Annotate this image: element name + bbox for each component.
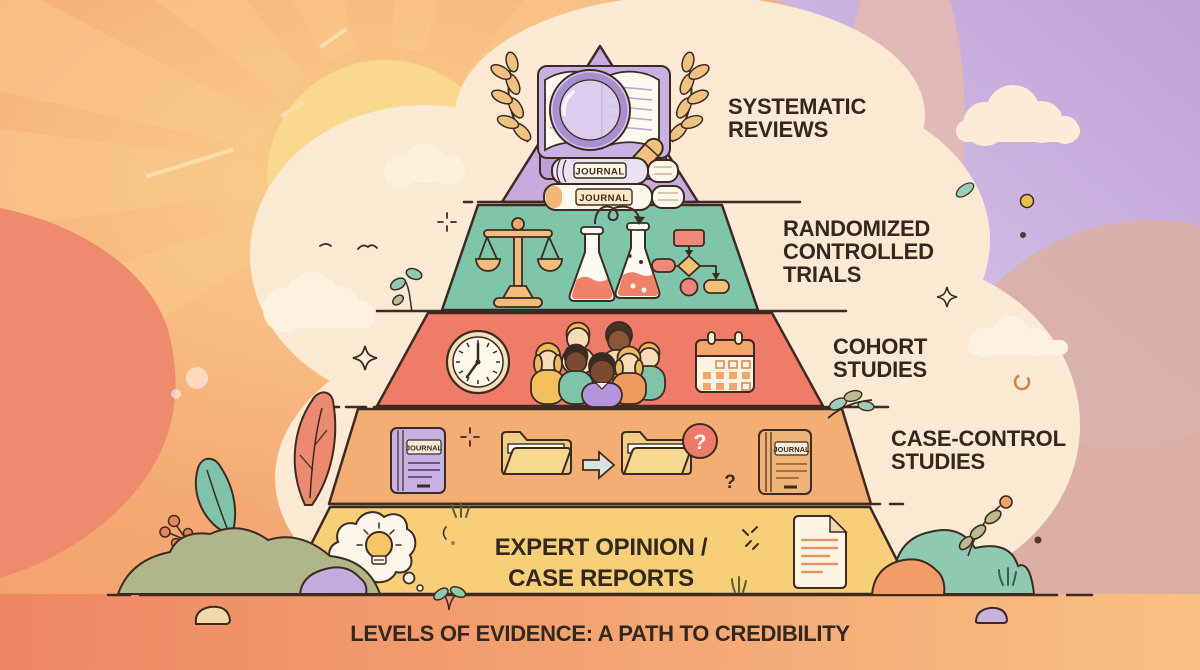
journal-spine-text: JOURNAL [575,167,624,178]
star-sparkle-icon [352,345,378,371]
ring-dot [1013,373,1031,391]
sprout-icon [389,267,423,313]
dark-dot [1034,536,1042,544]
journal-spine-text: JOURNAL [406,444,443,453]
dark-dot [1020,232,1026,238]
salmon-blob [0,208,176,578]
journal-stack-icon: JOURNAL JOURNAL [543,157,685,211]
flowchart-icon [651,229,730,297]
journal-book-purple-icon: JOURNAL [390,427,446,494]
tan-pebble-left [194,605,232,625]
cloud-left [263,272,374,332]
tiny-arc-sparkle [442,526,455,545]
star-sparkle-icon [936,286,958,308]
clock-icon [445,329,511,395]
grass-tuft [451,502,470,518]
purple-pebble-right [974,606,1009,624]
laurel-wreath-right-icon [668,51,710,143]
chemistry-flasks-icon [568,205,661,302]
journal-spine-text: JOURNAL [579,193,628,204]
question-mark-text: ? [724,472,736,493]
cloud-mid-right [968,316,1068,357]
purple-rock-left [298,566,368,595]
teal-leaf-icon [194,457,237,536]
birds-icon [319,243,378,250]
ground [0,594,1200,670]
question-mark-text: ? [694,431,707,454]
base-sprout-icon [433,585,467,611]
cloud-top-right [956,85,1080,146]
level-divider-lines [327,200,905,506]
journal-spine-text: JOURNAL [773,445,810,454]
leaf-top-right-icon [955,182,975,198]
journal-book-orange-icon: JOURNAL [758,429,812,495]
people-group-icon [530,321,666,408]
orange-rock-right [870,558,946,596]
cross-sparkle-icon [742,526,759,550]
grass-tuft [998,567,1017,586]
olive-branch-right-icon [958,495,1013,557]
branch-on-line-icon [827,389,875,419]
balance-scale-icon [475,217,563,308]
question-badge-icon: ? [682,423,718,459]
plus-sparkle-icon [437,212,457,232]
grass-tuft [731,576,747,593]
calendar-icon [695,331,755,393]
coral-leaf-icon [293,391,337,506]
case-report-document-icon [793,514,848,589]
yellow-dot [1019,193,1035,209]
plus-sparkle-icon [460,427,480,447]
folders-compare-arrow-icon [501,431,692,480]
cloud-on-sun [384,143,465,188]
bubble-dots [171,367,208,399]
light-ray-dashes [146,28,347,178]
